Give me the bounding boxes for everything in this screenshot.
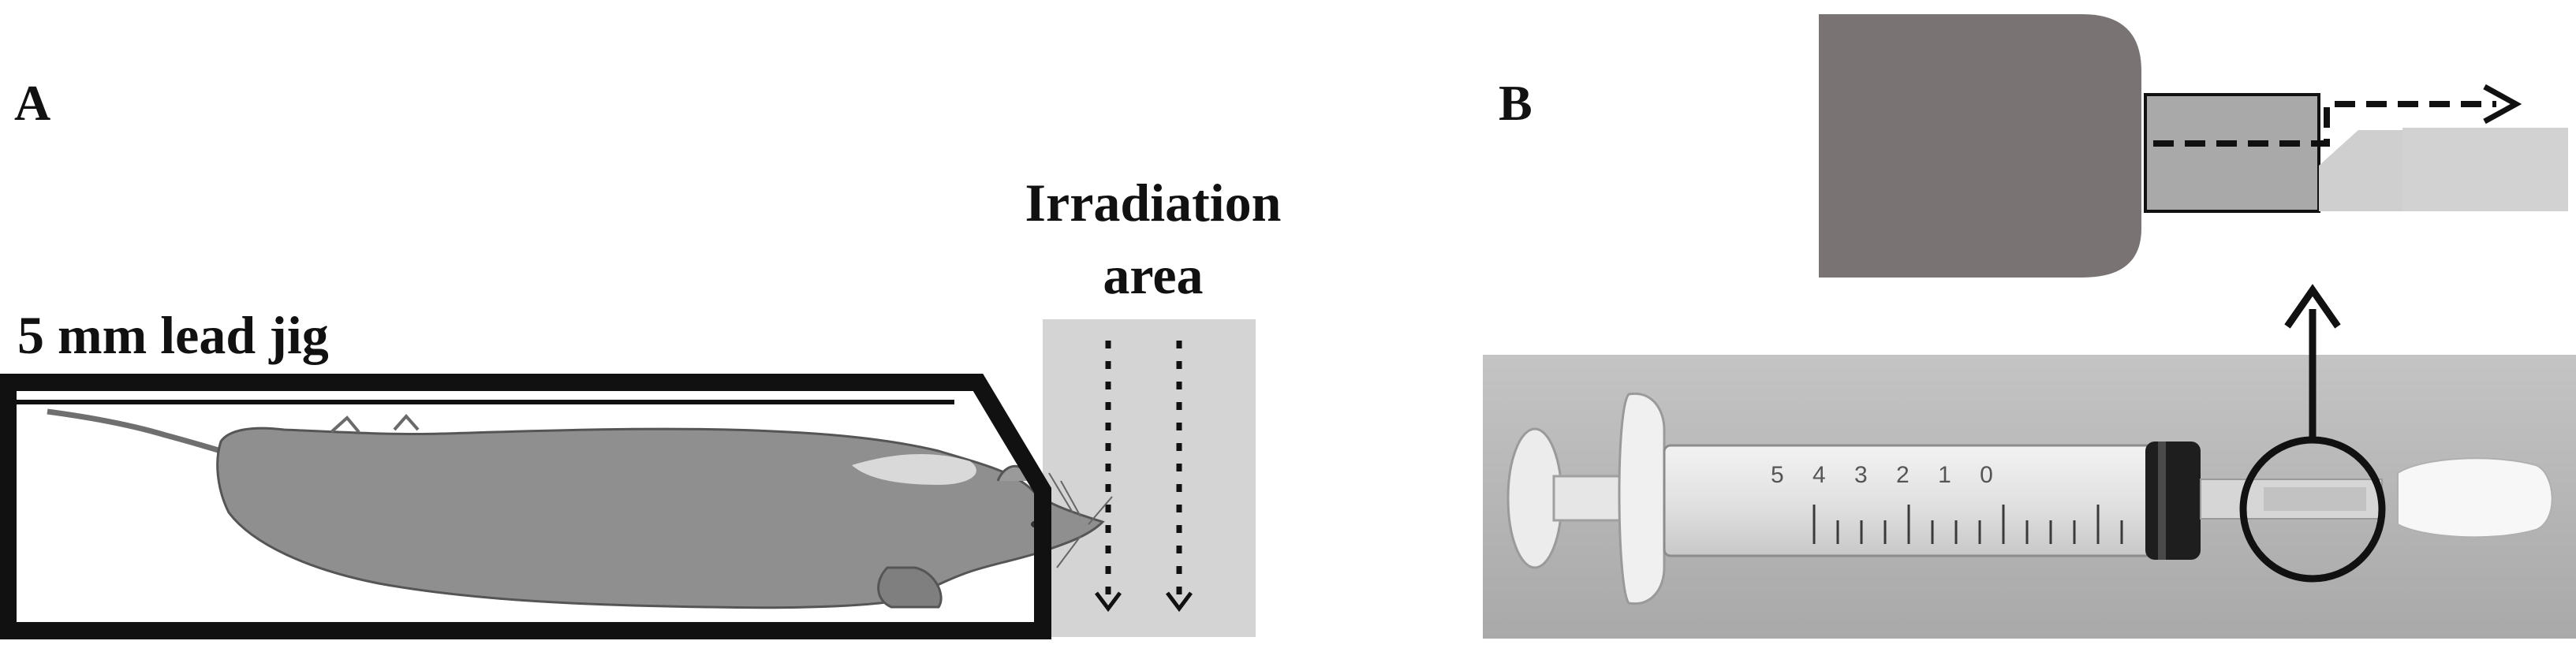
syringe-photo: 5 4 3 2 1 0 xyxy=(1483,355,2576,639)
panel-a-letter: A xyxy=(14,75,50,131)
mouse-hind-leg xyxy=(877,566,943,609)
irradiation-area-label-line1: Irradiation xyxy=(1025,173,1282,233)
panel-a: A 5 mm lead jig Irradiation area xyxy=(0,75,1282,639)
panel-b: B 5 4 3 2 xyxy=(1483,14,2576,639)
cotton-tip xyxy=(2397,457,2553,538)
mouse-body xyxy=(216,427,1105,609)
flow-path-arrow xyxy=(2153,101,2496,147)
radiation-beam-arrows xyxy=(1095,341,1193,613)
panel-b-letter: B xyxy=(1499,75,1533,131)
device-block xyxy=(1819,14,2141,278)
irradiation-area xyxy=(1043,319,1256,637)
flow-path-arrowhead xyxy=(2483,84,2522,125)
mouse-back-fur xyxy=(330,413,420,434)
barrel-scale-numbers: 5 4 3 2 1 0 xyxy=(1771,462,2004,488)
rubber-stopper xyxy=(2145,441,2201,560)
needle-sleeve xyxy=(2144,93,2320,213)
beam-arrowhead-right xyxy=(1166,591,1193,613)
mouse xyxy=(216,413,1113,609)
needle-tip-bevel xyxy=(2319,130,2402,211)
needle-cap xyxy=(2402,128,2568,211)
mouse-spine-highlight xyxy=(852,453,976,485)
mouse-tail xyxy=(47,408,222,454)
magnify-circle xyxy=(2239,436,2386,583)
rubber-stopper-rib xyxy=(2158,441,2166,560)
irradiation-area-label-line2: area xyxy=(1103,245,1203,305)
lead-jig xyxy=(0,374,1051,639)
lead-jig-label: 5 mm lead jig xyxy=(17,305,329,365)
beam-arrowhead-left xyxy=(1095,591,1122,613)
barrel-flange xyxy=(1618,392,1666,605)
barrel-graduations xyxy=(1813,505,2123,544)
mouse-whiskers xyxy=(1048,472,1113,568)
zoom-arrowhead xyxy=(2284,284,2341,329)
needle-hub-inner xyxy=(2264,487,2366,511)
